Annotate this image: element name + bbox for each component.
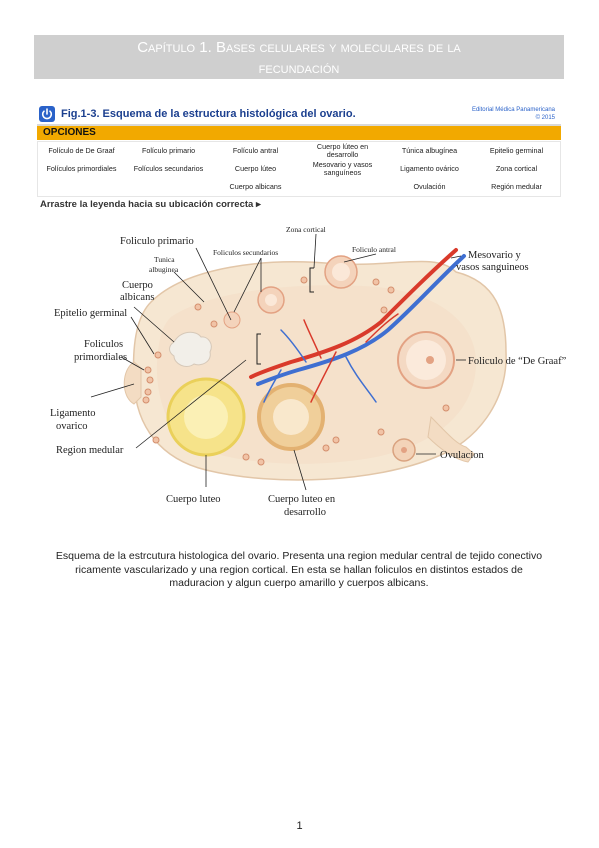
option-item[interactable]: Folículos secundarios	[133, 164, 204, 173]
label-de-graaf: Foliculo de “De Graaf”	[468, 356, 567, 367]
label-mesovario-1: Mesovario y	[468, 250, 522, 261]
label-tunica-albuginea-1: Tunica	[154, 255, 175, 264]
option-item[interactable]: Túnica albugínea	[401, 146, 458, 155]
option-item[interactable]: Ovulación	[413, 182, 446, 191]
publisher-year: © 2015	[535, 115, 555, 121]
primordial-follicles	[142, 276, 450, 466]
label-tunica-albuginea-2: albuginea	[149, 265, 179, 274]
option-item[interactable]: Folículo antral	[232, 146, 279, 155]
label-ligamento-2: ovarico	[56, 421, 88, 432]
bracket-markers	[256, 267, 314, 365]
option-item[interactable]: Cuerpo lúteo en desarrollo	[316, 142, 369, 159]
power-icon[interactable]	[39, 106, 55, 122]
page-number: 1	[296, 820, 303, 832]
label-foliculo-antral: Foliculo antral	[352, 245, 396, 254]
secondary-follicle	[223, 311, 241, 329]
ovarian-ligament	[123, 361, 142, 405]
option-item	[299, 178, 386, 196]
label-primordiales-2: primordiales	[74, 352, 127, 363]
label-foliculo-primario: Foliculo primario	[120, 236, 194, 247]
publisher-name: Editorial Médica Panamericana	[471, 107, 555, 113]
ovulation-stalk	[427, 415, 475, 463]
label-zona-cortical: Zona cortical	[286, 225, 326, 234]
drag-hint: Arrastre la leyenda hacia su ubicación c…	[40, 199, 261, 210]
figure-header: Fig.1-3. Esquema de la estructura histol…	[37, 104, 561, 126]
label-epitelio-germinal: Epitelio germinal	[54, 308, 127, 319]
leader-lines	[90, 233, 466, 491]
option-item[interactable]: Cuerpo albicans	[229, 182, 282, 191]
option-item[interactable]: Folículo primario	[141, 146, 196, 155]
options-header: OPCIONES	[37, 126, 561, 140]
label-ligamento-1: Ligamento	[50, 408, 96, 419]
vein	[256, 254, 466, 386]
option-item[interactable]: Zona cortical	[495, 164, 538, 173]
corpus-albicans	[169, 331, 212, 367]
option-item[interactable]: Mesovario y vasos sanguíneos	[312, 160, 373, 177]
figure-title: Fig.1-3. Esquema de la estructura histol…	[61, 108, 356, 120]
artery	[249, 248, 458, 379]
label-cuerpo-albicans-1: Cuerpo	[122, 280, 153, 291]
label-cuerpo-luteo-desarrollo-2: desarrollo	[284, 507, 326, 518]
option-item[interactable]: Cuerpo lúteo	[234, 164, 277, 173]
chapter-banner: Capítulo 1. Bases celulares y moleculare…	[34, 35, 564, 79]
label-cuerpo-luteo: Cuerpo luteo	[166, 494, 221, 505]
label-ovulacion: Ovulacion	[440, 450, 484, 461]
caption-line: maduracion y algun cuerpo amarillo y cue…	[169, 577, 429, 589]
ovary-diagram: Foliculo primario Tunica albuginea Folic…	[50, 225, 567, 518]
publisher-credit: Editorial Médica Panamericana © 2015	[472, 106, 555, 122]
label-cuerpo-luteo-desarrollo-1: Cuerpo luteo en	[268, 494, 336, 505]
label-primordiales-1: Foliculos	[84, 339, 123, 350]
blood-vessels	[249, 248, 466, 403]
option-item	[38, 178, 125, 196]
figure-caption: Esquema de la estrcutura histologica del…	[36, 550, 562, 591]
label-foliculos-secundarios: Foliculos secundarios	[213, 248, 278, 257]
caption-line: ricamente vascularizado y una region cor…	[75, 563, 523, 576]
option-item[interactable]: Epitelio germinal	[489, 146, 544, 155]
label-cuerpo-albicans-2: albicans	[120, 292, 154, 303]
option-item[interactable]: Región medular	[491, 182, 542, 191]
option-item[interactable]: Folículo de De Graaf	[48, 146, 115, 155]
option-item	[125, 178, 212, 196]
option-item[interactable]: Folículos primordiales	[46, 164, 117, 173]
label-mesovario-2: vasos sanguineos	[456, 262, 529, 273]
caption-line: Esquema de la estrcutura histologica del…	[55, 550, 543, 562]
chapter-title-line-1: Capítulo 1. Bases celulares y moleculare…	[137, 39, 461, 56]
chapter-title-line-2: fecundación	[258, 60, 340, 77]
options-grid: Folículo de De Graaf Folículo primario F…	[37, 141, 561, 197]
option-item[interactable]: Ligamento ovárico	[400, 164, 459, 173]
label-region-medular: Region medular	[56, 445, 124, 456]
